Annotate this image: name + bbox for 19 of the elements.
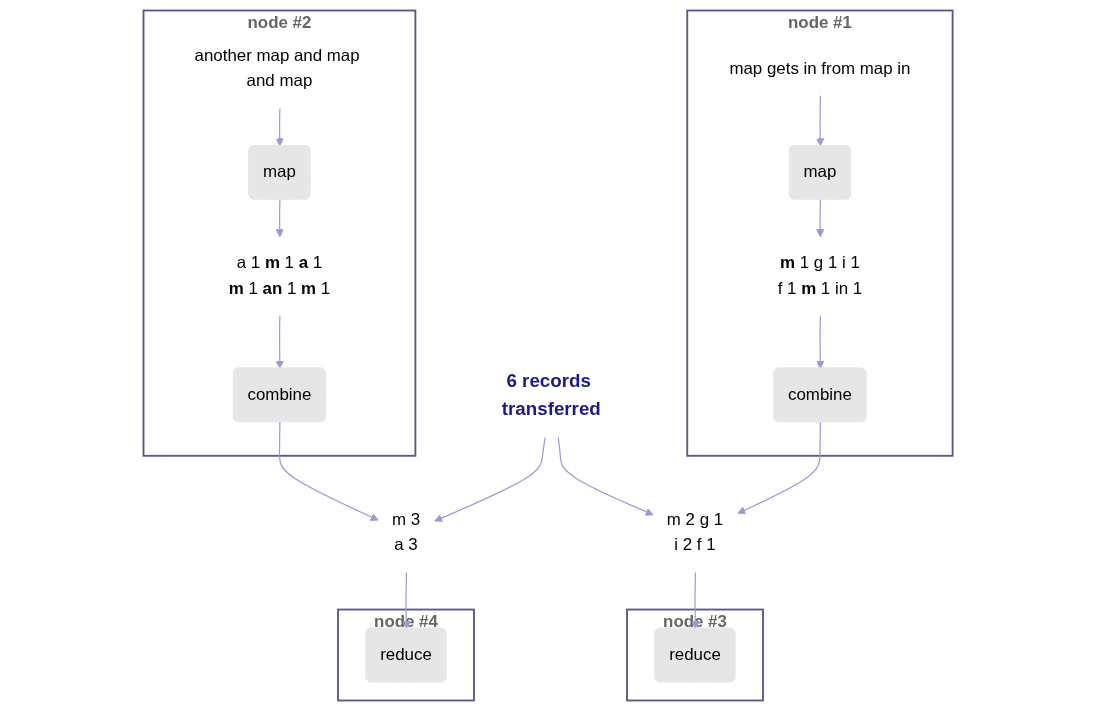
arrow xyxy=(278,421,379,521)
arrow xyxy=(816,315,825,369)
node-text: map gets in from map in xyxy=(729,58,911,78)
node-text: a 1 m 1 a 1 m 1 an 1 m 1 xyxy=(228,253,331,298)
arrow xyxy=(275,107,284,147)
node-text: m 3 a 3 xyxy=(391,510,420,555)
arrow xyxy=(557,436,654,516)
arrow xyxy=(816,95,825,147)
arrow xyxy=(434,436,546,522)
arrow xyxy=(275,315,284,369)
node-text: m 1 g 1 i 1 f 1 m 1 in 1 xyxy=(777,253,863,298)
node-text: 6 records transferred xyxy=(501,370,601,420)
arrow xyxy=(737,421,821,515)
arrow xyxy=(816,198,825,238)
node-text: another map and map and map xyxy=(194,46,360,91)
arrow xyxy=(275,198,284,238)
node-text: m 2 g 1 i 2 f 1 xyxy=(666,510,724,555)
arrow xyxy=(402,571,411,630)
arrow xyxy=(691,571,700,630)
